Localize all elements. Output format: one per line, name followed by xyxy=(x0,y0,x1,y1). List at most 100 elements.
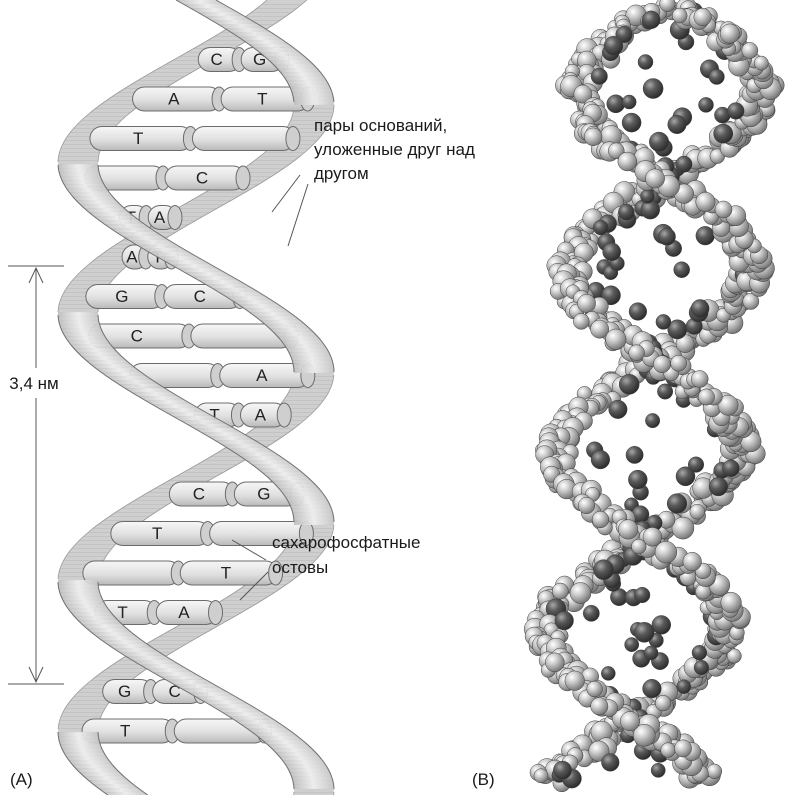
base-right-cap xyxy=(276,402,292,428)
backbone-segment xyxy=(58,732,99,737)
backbone-segment xyxy=(290,356,333,361)
backbone-segment xyxy=(88,212,135,217)
atom-sphere xyxy=(640,189,655,204)
rise-label: 3,4 нм xyxy=(9,374,58,393)
backbone-segment xyxy=(276,68,322,73)
base-pairs-annotation: пары оснований, уложенные друг над друго… xyxy=(271,116,475,247)
atom-sphere xyxy=(553,760,572,780)
atom-sphere xyxy=(676,679,692,694)
base-letter: C xyxy=(196,169,208,188)
backbone-segment xyxy=(246,728,294,733)
backbone-segment xyxy=(228,716,276,721)
backbone-segment xyxy=(240,724,288,729)
atom-sphere xyxy=(698,97,714,113)
backbone-segment xyxy=(148,252,198,257)
backbone-segment xyxy=(203,456,252,461)
backbone-segment xyxy=(242,432,290,437)
backbone-segment xyxy=(197,192,246,197)
backbone-segment xyxy=(76,120,122,125)
atom-sphere xyxy=(643,645,659,661)
backbone-segment xyxy=(211,288,261,293)
backbone-segment xyxy=(83,776,130,781)
atom-sphere xyxy=(601,666,616,681)
backbone-segment xyxy=(165,628,215,633)
atom-sphere xyxy=(603,36,624,56)
backbone-segment xyxy=(291,508,333,513)
backbone-segment xyxy=(61,180,105,185)
atom-sphere xyxy=(741,42,759,59)
backbone-segment xyxy=(274,484,320,489)
backbone-segment xyxy=(250,8,298,13)
base-letter: T xyxy=(257,90,267,109)
backbone-segment xyxy=(290,116,333,121)
atom-sphere xyxy=(634,586,651,604)
backbone-segment xyxy=(282,760,326,765)
atom-sphere xyxy=(649,131,669,152)
atom-sphere xyxy=(650,762,666,778)
backbone-segment xyxy=(262,740,308,745)
backbone-segment xyxy=(131,660,181,665)
base-right xyxy=(191,126,296,151)
backbone-segment xyxy=(249,312,296,317)
atom-sphere xyxy=(660,742,676,758)
backbone-segment xyxy=(286,348,330,353)
base-letter: A xyxy=(178,603,190,622)
backbone-segment xyxy=(112,648,161,653)
backbone-segment xyxy=(70,612,115,617)
atom-sphere xyxy=(675,155,693,173)
backbone-segment xyxy=(58,736,100,741)
atom-sphere xyxy=(727,102,745,120)
backbone-segment xyxy=(58,152,100,157)
backbone-segment xyxy=(176,204,225,209)
base-right-cap xyxy=(268,560,284,586)
backbone-segment xyxy=(75,200,121,205)
base-pair: C xyxy=(88,323,299,349)
backbone-segment xyxy=(291,112,334,117)
backbone-annotation: сахарофосфатные остовы xyxy=(231,533,420,601)
backbone-segment xyxy=(75,768,121,773)
backbone-segment xyxy=(204,16,253,21)
backbone-segment xyxy=(63,752,107,757)
backbone-segment xyxy=(92,784,140,789)
backbone-segment xyxy=(273,332,319,337)
atom-sphere xyxy=(689,503,706,520)
atom-sphere xyxy=(620,711,640,732)
backbone-segment xyxy=(288,352,332,357)
base-letter: A xyxy=(154,208,166,227)
backbone-segment xyxy=(287,768,331,773)
backbone-segment xyxy=(67,340,111,345)
backbone-segment xyxy=(183,200,232,205)
pointer-line-3 xyxy=(231,539,267,561)
atom-sphere xyxy=(720,592,742,614)
backbone-segment xyxy=(89,108,137,113)
atom-sphere xyxy=(753,55,769,71)
backbone-segment xyxy=(114,508,163,513)
backbone-segment xyxy=(251,464,298,469)
backbone-segment xyxy=(204,284,254,289)
backbone-segment xyxy=(59,172,101,177)
backbone-segment xyxy=(284,496,328,501)
atom-sphere xyxy=(621,112,642,133)
backbone-segment xyxy=(220,596,270,601)
backbone-segment xyxy=(135,244,184,249)
backbone-segment xyxy=(83,208,130,213)
atom-sphere xyxy=(628,469,648,490)
backbone-segment xyxy=(255,4,303,9)
backbone-segment xyxy=(62,600,106,605)
backbone-segment xyxy=(59,148,101,153)
backbone-segment xyxy=(281,492,326,497)
backbone-segment xyxy=(69,192,114,197)
backbone-segment xyxy=(165,412,215,417)
backbone-segment xyxy=(242,164,290,169)
base-pair: C xyxy=(84,165,251,191)
backbone-segment xyxy=(251,732,299,737)
atom-sphere xyxy=(573,84,593,104)
backbone-segment xyxy=(274,556,320,561)
backbone-segment xyxy=(291,776,333,781)
backbone-segment xyxy=(112,380,160,385)
atom-sphere xyxy=(687,456,705,473)
backbone-segment xyxy=(293,516,334,521)
backbone-segment xyxy=(122,236,171,241)
